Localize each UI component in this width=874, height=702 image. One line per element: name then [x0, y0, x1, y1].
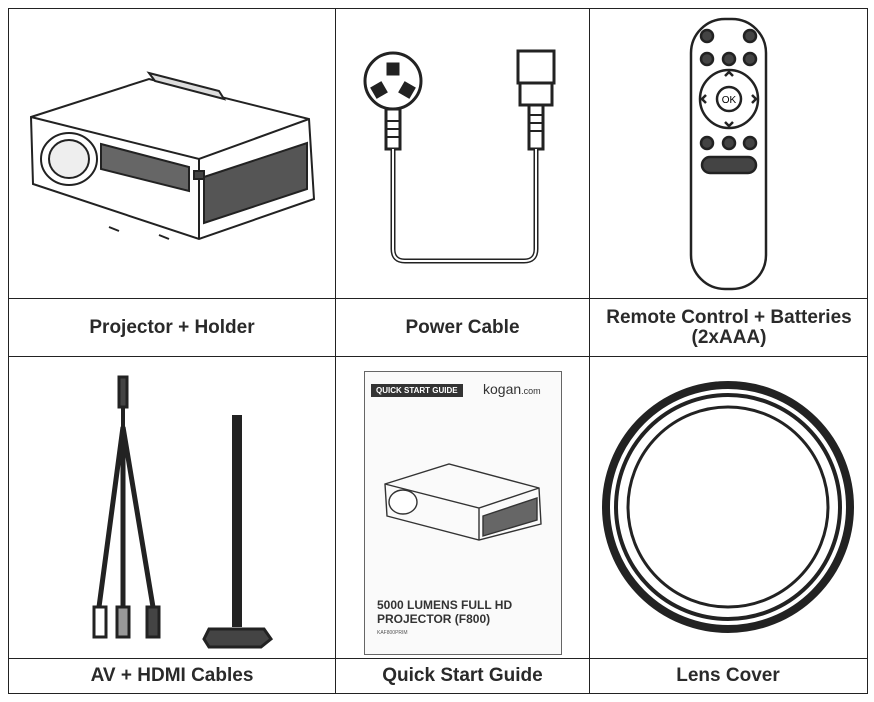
label-av-hdmi-cables: AV + HDMI Cables [90, 664, 254, 686]
remote-ok-label: OK [722, 95, 737, 106]
guide-tag: QUICK START GUIDE [371, 384, 463, 397]
power-cable-image-cell [335, 8, 591, 300]
label-cell-guide: Quick Start Guide [335, 658, 591, 694]
guide-title-line1: 5000 LUMENS FULL HD [377, 598, 513, 612]
guide-brand-suffix: .com [521, 386, 541, 396]
label-remote-batteries: Remote Control + Batteries (2xAAA) [606, 306, 852, 348]
guide-image-cell: QUICK START GUIDE kogan.com 5000 LUMENS … [335, 356, 591, 660]
guide-brand-name: kogan [483, 381, 522, 397]
label-cell-remote: Remote Control + Batteries (2xAAA) [589, 298, 868, 358]
remote-illustration: OK [689, 17, 768, 291]
guide-title-line2: PROJECTOR (F800) [377, 612, 491, 626]
label-lens-cover: Lens Cover [676, 664, 780, 686]
guide-brand: kogan.com [483, 381, 541, 397]
power-cable-illustration [363, 49, 556, 264]
label-projector-holder: Projector + Holder [89, 316, 255, 338]
contents-grid: OK Projector + Holder Power Cable Remote… [8, 8, 868, 694]
lens-cover-illustration [602, 381, 854, 633]
label-cell-lens: Lens Cover [589, 658, 868, 694]
av-hdmi-image-cell [8, 356, 337, 660]
label-cell-projector: Projector + Holder [8, 298, 337, 358]
projector-illustration [29, 71, 316, 241]
lens-cover-image-cell [589, 356, 868, 660]
projector-image-cell [8, 8, 337, 300]
av-hdmi-illustration [92, 375, 274, 649]
remote-image-cell: OK [589, 8, 868, 300]
guide-projector-illustration [384, 463, 542, 541]
label-cell-av-hdmi: AV + HDMI Cables [8, 658, 337, 694]
label-power-cable: Power Cable [405, 316, 520, 338]
label-quick-start-guide: Quick Start Guide [382, 664, 543, 686]
quick-start-guide-booklet: QUICK START GUIDE kogan.com 5000 LUMENS … [364, 371, 562, 655]
label-cell-power: Power Cable [335, 298, 591, 358]
guide-code: KAF800PRIM [377, 630, 408, 636]
